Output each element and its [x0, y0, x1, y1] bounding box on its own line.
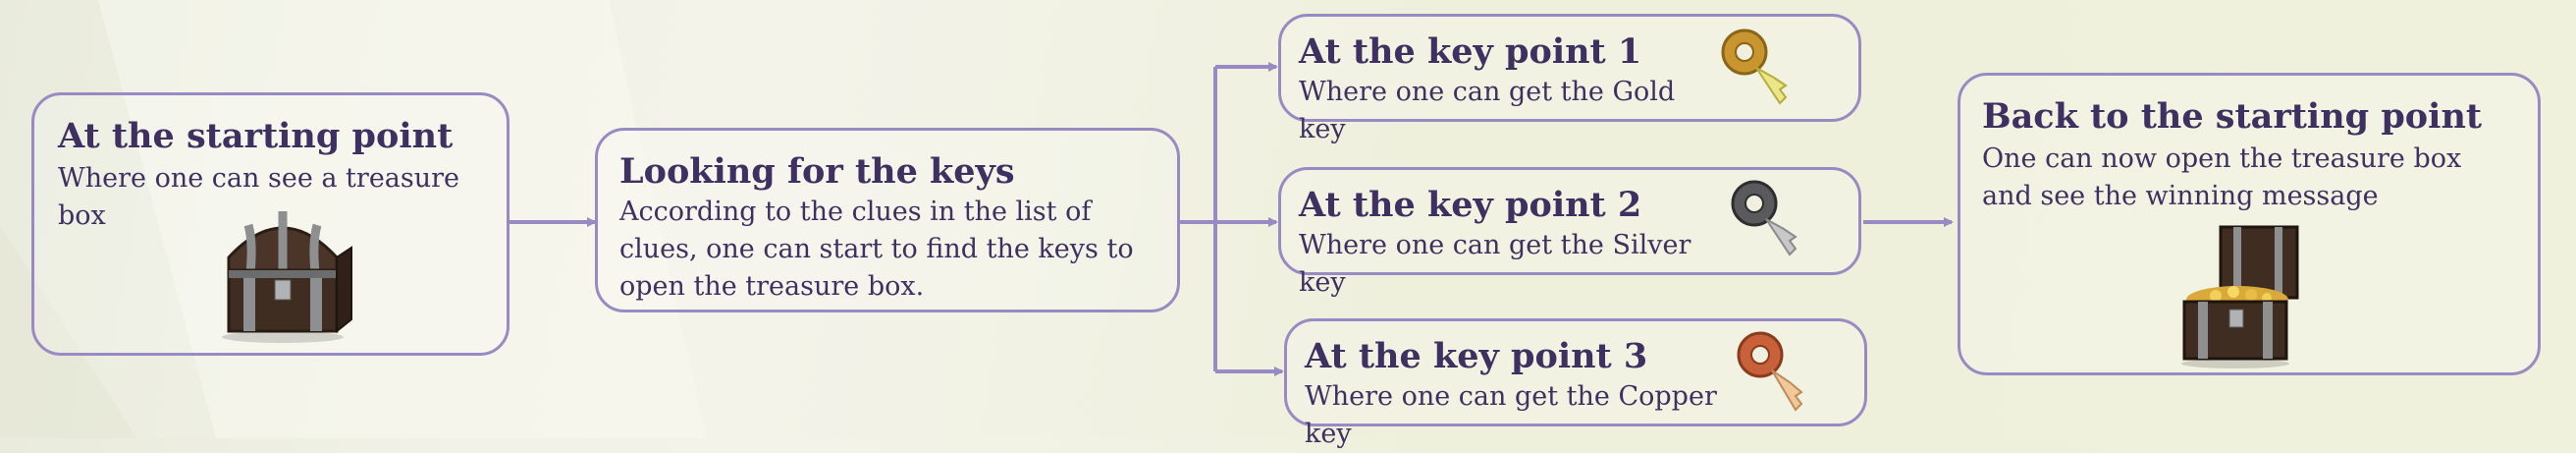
step-description: One can now open the treasure box and se…	[1982, 143, 2462, 211]
step-title: At the key point 2	[1299, 185, 1642, 225]
step-back-to-starting-point: Back to the starting point One can now o…	[1958, 73, 2541, 375]
step-title: At the starting point	[58, 116, 454, 156]
step-key-point-1: At the key point 1 Where one can get the…	[1278, 14, 1861, 144]
step-description: Where one can get the Copper key	[1305, 381, 1717, 449]
closed-treasure-chest-icon	[222, 211, 352, 343]
step-looking-for-keys: Looking for the keys According to the cl…	[595, 128, 1180, 312]
step-title: At the key point 3	[1305, 336, 1648, 376]
step-title: Looking for the keys	[619, 151, 1015, 192]
silver-key-icon	[1731, 180, 1798, 256]
step-title: Back to the starting point	[1982, 96, 2483, 137]
step-description: Where one can see a treasure box	[58, 163, 460, 231]
step-starting-point: At the starting point Where one can see …	[31, 92, 510, 356]
copper-key-icon	[1737, 331, 1803, 412]
step-title: At the key point 1	[1299, 31, 1642, 72]
gold-key-icon	[1721, 28, 1788, 105]
step-description: Where one can get the Gold key	[1299, 77, 1676, 144]
step-description: According to the clues in the list of cl…	[619, 197, 1134, 302]
step-key-point-3: At the key point 3 Where one can get the…	[1284, 318, 1867, 449]
open-treasure-chest-icon	[2181, 225, 2299, 368]
step-key-point-2: At the key point 2 Where one can get the…	[1278, 167, 1861, 298]
step-description: Where one can get the Silver key	[1299, 230, 1691, 298]
flow-connectors	[509, 62, 1954, 376]
